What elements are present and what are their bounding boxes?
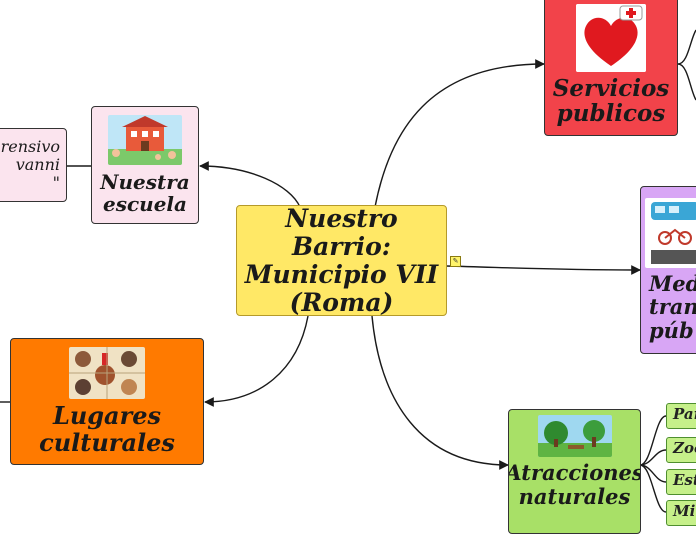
- note-icon[interactable]: ✎: [450, 256, 461, 267]
- link-services-right: [677, 29, 696, 101]
- topic-nature-label: Atracciones naturales: [508, 460, 641, 509]
- topic-public-services[interactable]: Servicios publicos: [544, 0, 678, 136]
- topic-school-label: Nuestra escuela: [100, 169, 190, 216]
- topic-transport-label: Medi trans púb: [649, 270, 696, 343]
- subtopic-nature-1[interactable]: Par: [666, 403, 696, 429]
- central-topic[interactable]: Nuestro Barrio: Municipio VII (Roma): [236, 205, 447, 316]
- subtopic-nature-3[interactable]: Est: [666, 469, 696, 495]
- topic-public-services-label: Servicios publicos: [552, 74, 670, 128]
- park-landscape-icon: [537, 415, 612, 457]
- subtopic-nature-2[interactable]: Zoo: [666, 437, 696, 463]
- link-nature: [371, 315, 509, 470]
- culture-collage-icon: [69, 346, 145, 399]
- connector-lines: [0, 29, 696, 513]
- link-school: [199, 161, 301, 208]
- central-topic-label: Nuestro Barrio: Municipio VII (Roma): [244, 205, 439, 316]
- transport-collage-icon: [645, 197, 696, 268]
- link-nature-children: [639, 415, 667, 513]
- topic-culture[interactable]: Lugares culturales: [10, 338, 204, 465]
- heart-health-icon: [576, 3, 646, 72]
- subtopic-school-name[interactable]: rensivo vanni ": [0, 128, 67, 202]
- topic-school[interactable]: Nuestra escuela: [91, 106, 199, 224]
- topic-culture-label: Lugares culturales: [39, 400, 175, 457]
- subtopic-school-name-label: rensivo vanni ": [0, 137, 60, 192]
- topic-transport[interactable]: Medi trans púb: [640, 186, 696, 354]
- topic-nature[interactable]: Atracciones naturales: [508, 409, 641, 534]
- link-public-services: [374, 59, 545, 208]
- school-illustration-icon: [108, 114, 182, 165]
- link-transport: [445, 265, 641, 275]
- link-culture: [204, 315, 309, 407]
- subtopic-nature-4[interactable]: Mi: [666, 500, 696, 526]
